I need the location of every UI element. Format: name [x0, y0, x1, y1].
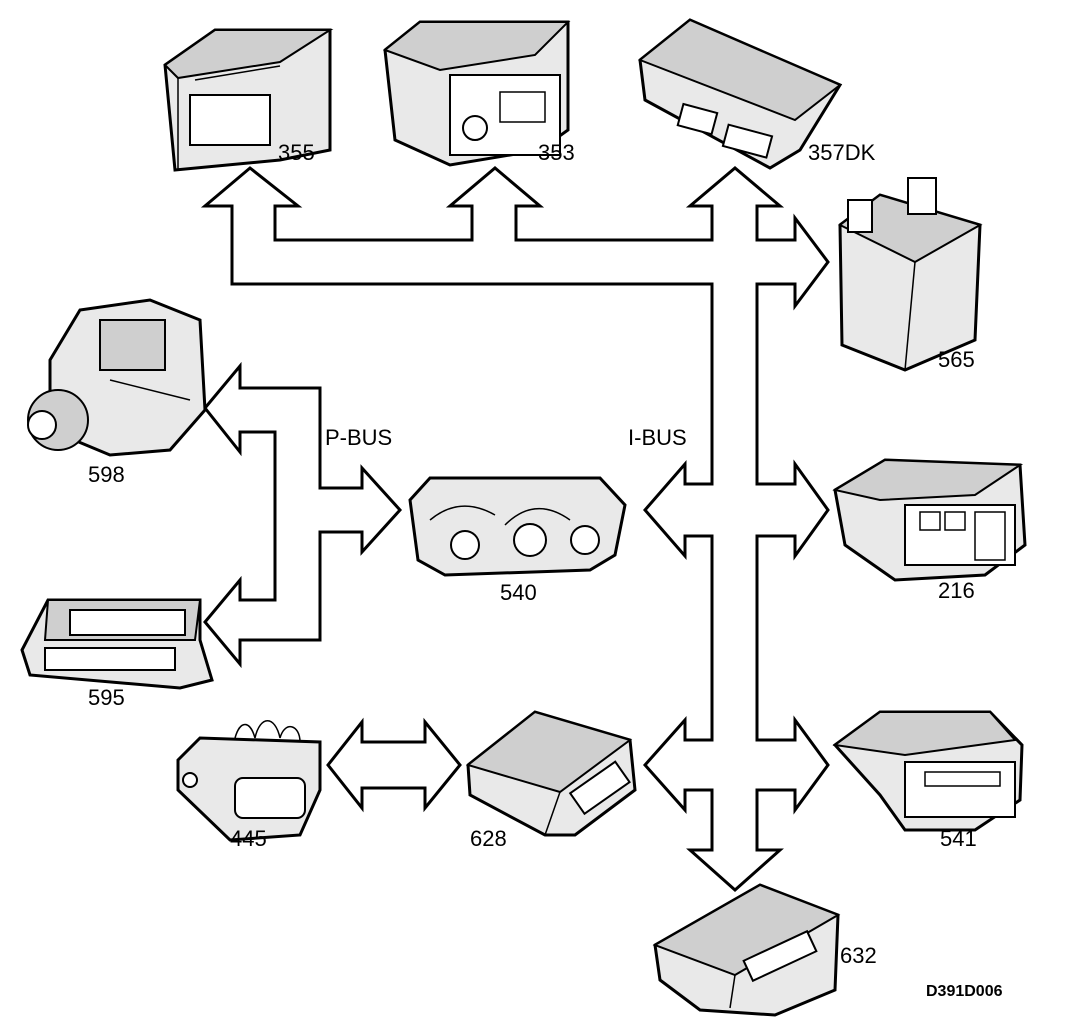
i-bus-main-arrow [200, 166, 830, 893]
module-565-label: 565 [938, 347, 975, 372]
module-598-unit [27, 298, 207, 457]
module-595-label: 595 [88, 685, 125, 710]
module-445-label: 445 [230, 826, 267, 851]
module-216-unit [832, 458, 1027, 582]
module-355-label: 355 [278, 140, 315, 165]
diag-link-arrow [326, 717, 462, 813]
module-357dk-label: 357DK [808, 140, 876, 165]
module-598-label: 598 [88, 462, 125, 487]
module-540-unit [408, 476, 627, 577]
i-bus-arrows [200, 166, 830, 893]
module-357dk-unit [638, 18, 843, 170]
module-216-label: 216 [938, 578, 975, 603]
module-353-label: 353 [538, 140, 575, 165]
module-628-label: 628 [470, 826, 507, 851]
module-445-unit [176, 720, 322, 842]
module-541-unit [832, 710, 1024, 832]
module-355-unit [163, 28, 334, 172]
module-632-unit [652, 883, 841, 1017]
drawing-code: D391D006 [926, 983, 1003, 1000]
module-565-unit [838, 177, 983, 372]
p-bus-main-arrow [203, 361, 403, 669]
i-bus-label: I-BUS [628, 425, 687, 450]
module-632-label: 632 [840, 943, 877, 968]
module-540-label: 540 [500, 580, 537, 605]
p-bus-label: P-BUS [325, 425, 392, 450]
module-628-unit [465, 710, 637, 837]
module-353-unit [382, 20, 571, 167]
module-595-unit [20, 598, 214, 690]
module-541-label: 541 [940, 826, 977, 851]
p-bus-arrows [203, 361, 462, 813]
